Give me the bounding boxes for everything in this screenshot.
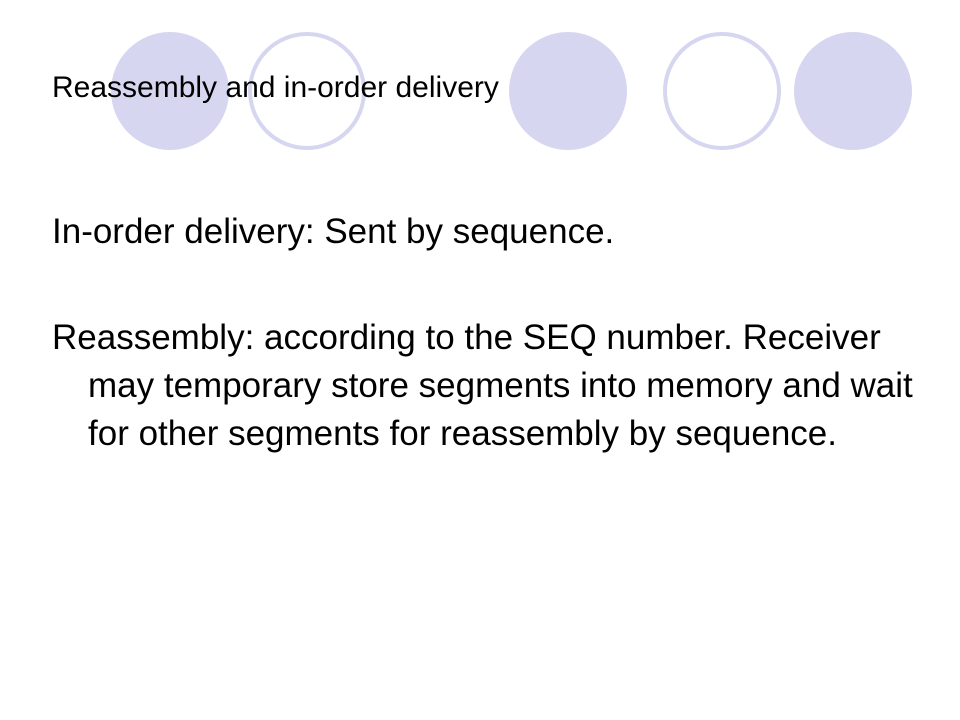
filled-circle-2: [509, 32, 627, 150]
slide-title: Reassembly and in-order delivery: [52, 71, 499, 104]
outline-circle-2: [663, 32, 781, 150]
filled-circle-1: [111, 32, 229, 150]
filled-circle-3: [794, 32, 912, 150]
decorative-circles: [111, 32, 912, 150]
bullet-reassembly: Reassembly: according to the SEQ number.…: [52, 318, 913, 453]
slide-body: In-order delivery: Sent by sequence. Rea…: [52, 208, 932, 458]
bullet-in-order-delivery: In-order delivery: Sent by sequence.: [52, 212, 615, 251]
outline-circle-1: [248, 32, 366, 150]
